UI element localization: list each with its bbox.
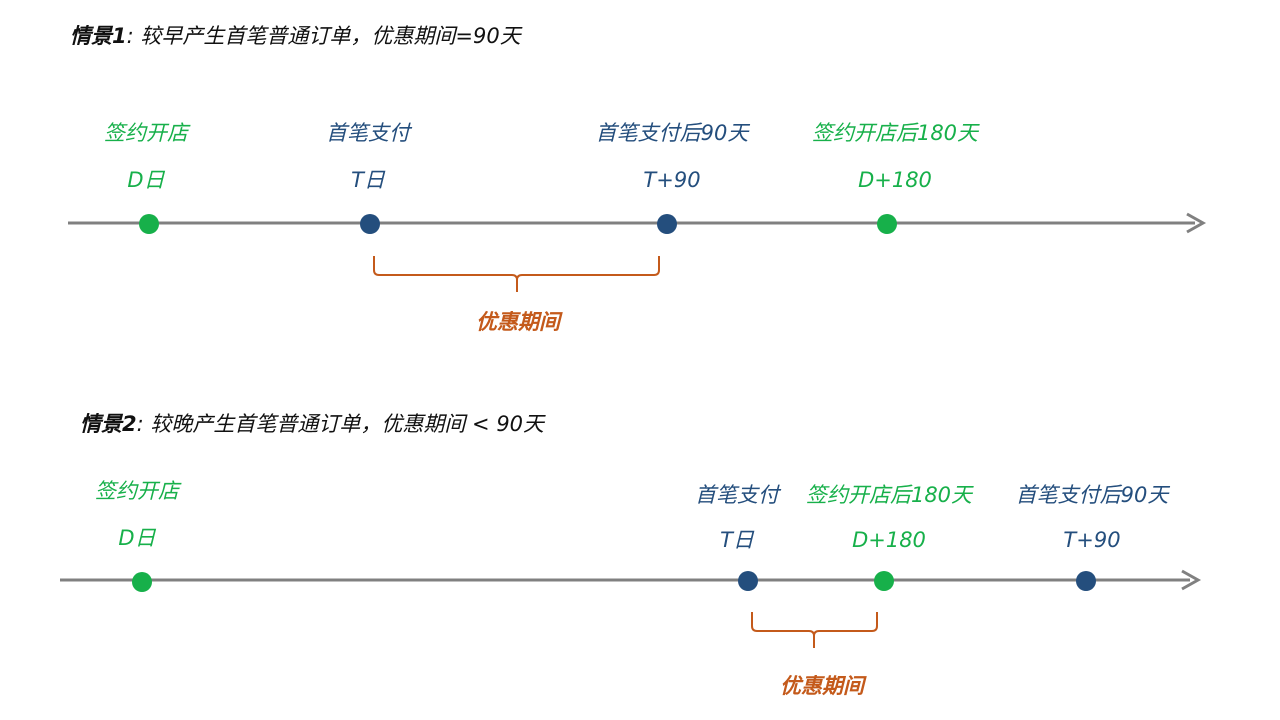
event-dot-t [360, 214, 380, 234]
period-label: 优惠期间 [780, 674, 864, 698]
period-label: 优惠期间 [476, 310, 560, 334]
event-code: D日 [127, 168, 165, 192]
event-name: 首笔支付后90天 [1015, 483, 1169, 507]
event-code: T+90 [643, 168, 701, 192]
event-code: T日 [351, 168, 385, 192]
scenario-2-title: 情景2: 较晚产生首笔普通订单，优惠期间 < 90天 [80, 408, 544, 438]
event-name: 签约开店后180天 [811, 121, 979, 145]
event-name: 签约开店后180天 [805, 483, 973, 507]
event-dot-d180 [874, 571, 894, 591]
timeline-arrowhead-2 [1181, 569, 1202, 591]
scenario-1-title: 情景1: 较早产生首笔普通订单，优惠期间=90天 [70, 20, 521, 50]
event-name: 首笔支付 [695, 483, 779, 507]
event-code: D+180 [852, 528, 926, 552]
event-code: D日 [118, 526, 156, 550]
event-dot-d [132, 572, 152, 592]
scenario-2-title-bold: 情景2 [80, 412, 137, 436]
event-dot-t90 [1076, 571, 1096, 591]
scenario-1-title-text: : 较早产生首笔普通订单，优惠期间=90天 [126, 24, 521, 48]
event-code: T+90 [1063, 528, 1121, 552]
scenario-1-title-bold: 情景1 [70, 24, 127, 48]
event-dot-t [738, 571, 758, 591]
event-name: 签约开店 [95, 479, 179, 503]
timeline-arrowhead-1 [1186, 212, 1207, 234]
period-bracket-1 [373, 256, 660, 292]
event-dot-d180 [877, 214, 897, 234]
event-name: 首笔支付 [326, 121, 410, 145]
event-code: T日 [720, 528, 754, 552]
event-code: D+180 [858, 168, 932, 192]
event-name: 首笔支付后90天 [595, 121, 749, 145]
event-dot-t90 [657, 214, 677, 234]
scenario-2-title-text: : 较晚产生首笔普通订单，优惠期间 < 90天 [136, 412, 545, 436]
event-name: 签约开店 [104, 121, 188, 145]
event-dot-d [139, 214, 159, 234]
period-bracket-2 [751, 612, 878, 648]
